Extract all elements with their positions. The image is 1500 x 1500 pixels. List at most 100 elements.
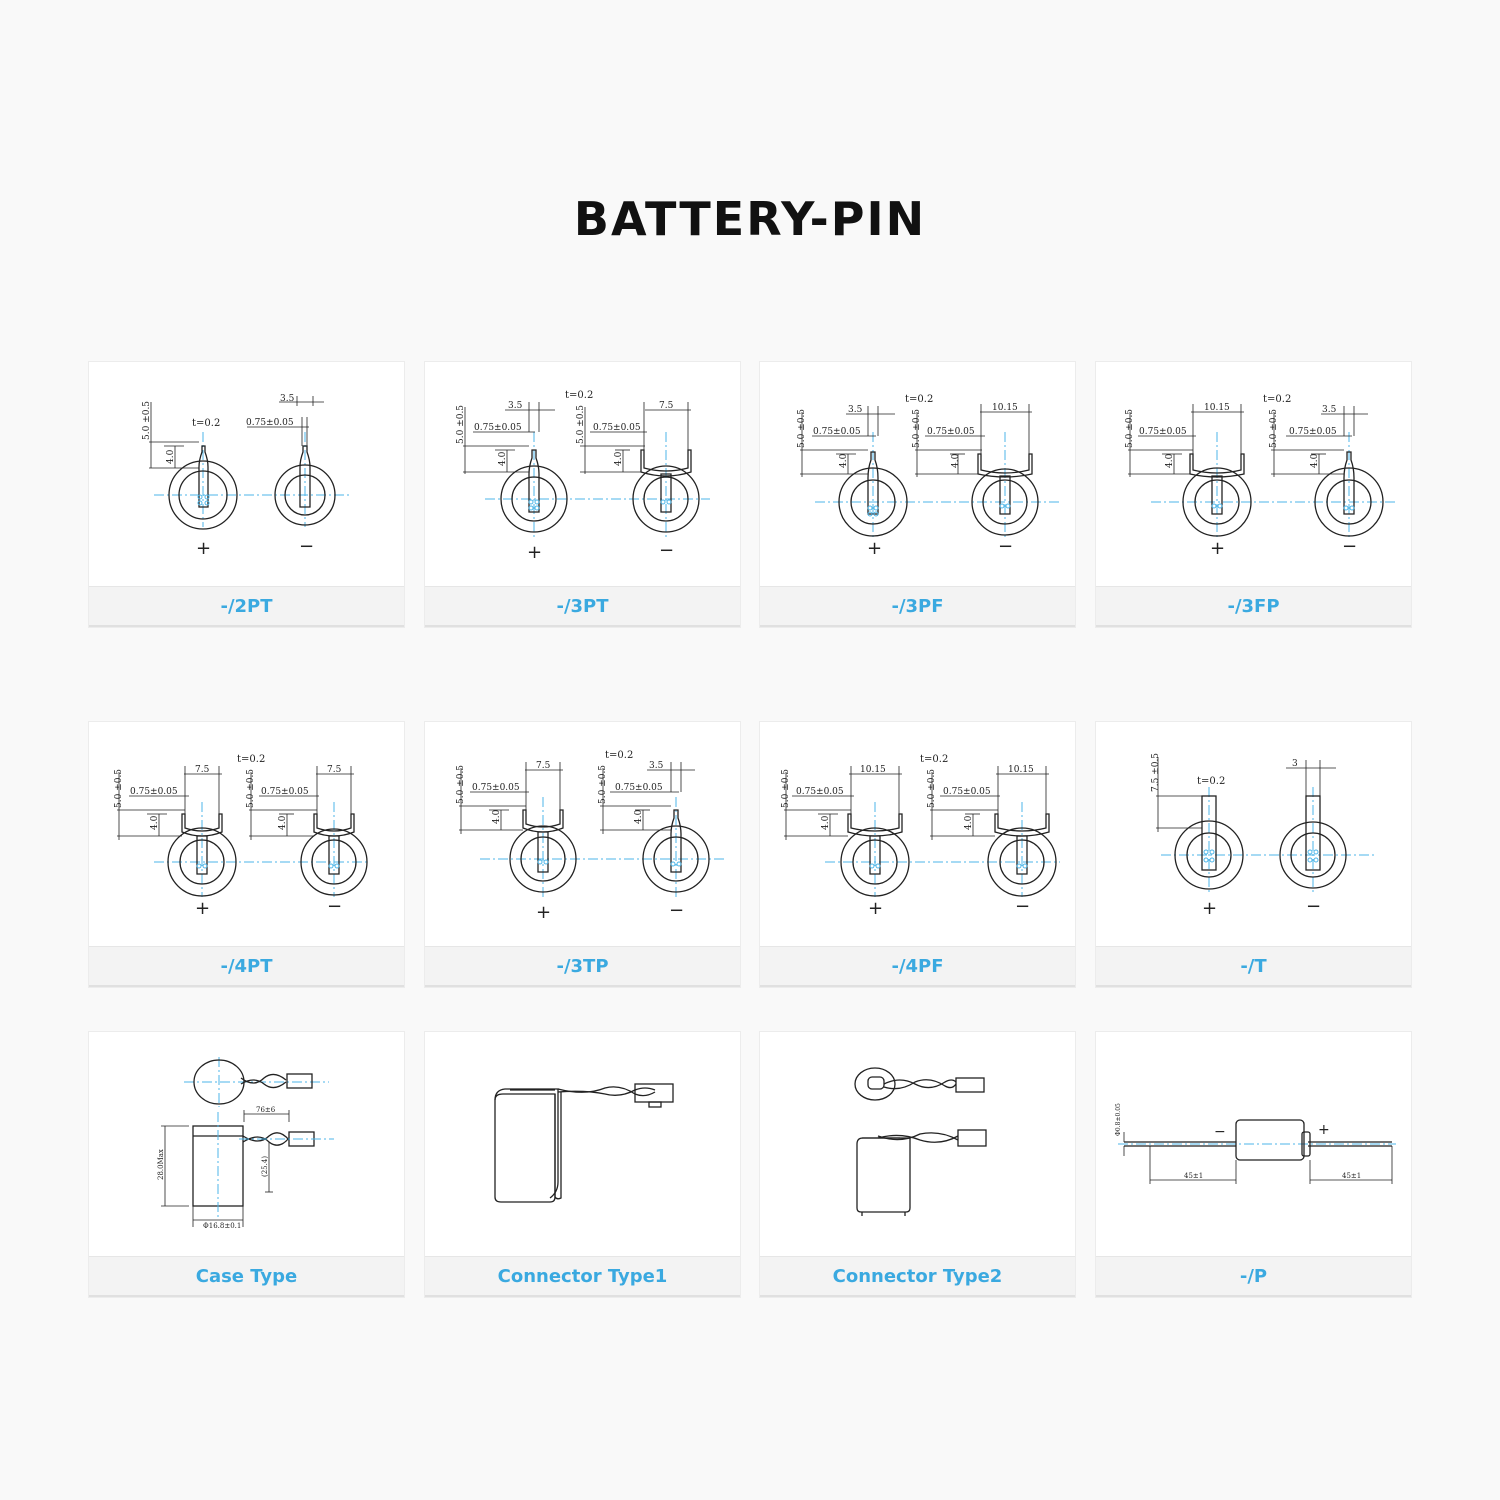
pin-2pt-diagram: 5.0 ±0.5 4.0 t=0.2 0.75±0.05 3.5 + −: [142, 394, 349, 559]
card-label: Connector Type2: [760, 1256, 1075, 1297]
card-label: -/P: [1096, 1256, 1411, 1297]
card-label: -/T: [1096, 946, 1411, 987]
dim-w1b: 0.75±0.05: [593, 423, 641, 433]
dim-h2b: 4.0: [634, 809, 644, 824]
card-label: -/4PF: [760, 946, 1075, 987]
case-type-diagram: 76±6 28.0Max (25.4) Φ16.8±0.1: [157, 1057, 334, 1230]
card-label: -/3FP: [1096, 586, 1411, 627]
dim-w1: 0.75±0.05: [472, 783, 520, 793]
plus-sign: +: [1210, 538, 1225, 559]
card-p[interactable]: Φ0.8±0.05 45±1 45±1 − + -/P: [1096, 1032, 1411, 1297]
card-3fp[interactable]: 5.0 ±0.5 4.0 t=0.2 0.75±0.05 10.15 3.5 5…: [1096, 362, 1411, 627]
dim-w1b: 0.75±0.05: [943, 787, 991, 797]
dim-w1: 0.75±0.05: [130, 787, 178, 797]
dim-w2: 10.15: [860, 765, 886, 775]
card-4pt[interactable]: 5.0 ±0.5 4.0 t=0.2 0.75±0.05 7.5 7.5 5.0…: [89, 722, 404, 987]
plus-sign: +: [868, 898, 883, 919]
plus-sign: +: [196, 538, 211, 559]
card-3pt[interactable]: 5.0 ±0.5 4.0 t=0.2 0.75±0.05 3.5 7.5 5.0…: [425, 362, 740, 627]
dim-dia: Φ16.8±0.1: [203, 1222, 241, 1230]
card-label: -/4PT: [89, 946, 404, 987]
dim-h1: 5.0 ±0.5: [797, 409, 807, 448]
dim-lead1: 45±1: [1184, 1172, 1203, 1180]
dim-t: t=0.2: [237, 754, 265, 765]
dim-h2b: 4.0: [964, 815, 974, 830]
dim-h2b: 4.0: [951, 453, 961, 468]
dim-w2: 3.5: [1322, 405, 1337, 415]
dim-h1: 5.0 ±0.5: [456, 405, 466, 444]
card-4pf[interactable]: 5.0 ±0.5 4.0 t=0.2 0.75±0.05 10.15 10.15…: [760, 722, 1075, 987]
card-3tp[interactable]: 5.0 ±0.5 4.0 t=0.2 0.75±0.05 7.5 3.5 5.0…: [425, 722, 740, 987]
pin-4pt-diagram: 5.0 ±0.5 4.0 t=0.2 0.75±0.05 7.5 7.5 5.0…: [114, 754, 369, 919]
dim-lead2: 45±1: [1342, 1172, 1361, 1180]
dim-w1: 0.75±0.05: [246, 418, 294, 428]
card-label: -/3PF: [760, 586, 1075, 627]
dim-w2: 3.5: [848, 405, 863, 415]
minus-sign: −: [659, 540, 674, 561]
dim-w1b: 0.75±0.05: [1289, 427, 1337, 437]
page-title: BATTERY-PIN: [573, 192, 927, 246]
dim-h2: 4.0: [150, 815, 160, 830]
dim-t: t=0.2: [920, 754, 948, 765]
card-connector-type1[interactable]: Connector Type1: [425, 1032, 740, 1297]
dim-w2: 3: [1292, 759, 1298, 769]
card-label: Connector Type1: [425, 1256, 740, 1297]
dim-w1: 0.75±0.05: [474, 423, 522, 433]
card-label: -/3TP: [425, 946, 740, 987]
dim-h2b: 4.0: [614, 451, 624, 466]
dim-w2: 3.5: [508, 401, 523, 411]
dim-h2: 4.0: [498, 451, 508, 466]
dim-h1b: 5.0 ±0.5: [927, 769, 937, 808]
plus-sign: +: [195, 898, 210, 919]
card-3pf[interactable]: 5.0 ±0.5 4.0 t=0.2 0.75±0.05 3.5 10.15 5…: [760, 362, 1075, 627]
dim-w3: 7.5: [327, 765, 342, 775]
minus-sign: −: [1306, 896, 1321, 917]
card-t[interactable]: 7.5 ±0.5 t=0.2 3 + − -/T: [1096, 722, 1411, 987]
minus-sign: −: [1015, 896, 1030, 917]
dim-h2b: 4.0: [1310, 453, 1320, 468]
card-2pt[interactable]: 5.0 ±0.5 4.0 t=0.2 0.75±0.05 3.5 + − -/2…: [89, 362, 404, 627]
pin-3fp-diagram: 5.0 ±0.5 4.0 t=0.2 0.75±0.05 10.15 3.5 5…: [1125, 394, 1396, 559]
dim-h1: 5.0 ±0.5: [1125, 409, 1135, 448]
dim-h2: 4.0: [839, 453, 849, 468]
connector-type2-diagram: [854, 1067, 987, 1216]
dim-h2: 4.0: [1165, 453, 1175, 468]
dim-t: t=0.2: [1263, 394, 1291, 405]
dim-pin: (25.4): [261, 1156, 269, 1177]
dim-w3: 10.15: [992, 403, 1018, 413]
dim-w1: 0.75±0.05: [813, 427, 861, 437]
plus-sign: +: [867, 538, 882, 559]
pin-3pt-diagram: 5.0 ±0.5 4.0 t=0.2 0.75±0.05 3.5 7.5 5.0…: [456, 390, 710, 563]
dim-w3: 3.5: [649, 761, 664, 771]
dim-h2: 4.0: [166, 449, 176, 464]
dim-h2: 4.0: [492, 809, 502, 824]
card-case-type[interactable]: 76±6 28.0Max (25.4) Φ16.8±0.1 Case Type: [89, 1032, 404, 1297]
dim-t: t=0.2: [905, 394, 933, 405]
dim-h1b: 5.0 ±0.5: [912, 409, 922, 448]
plus-sign: +: [527, 542, 542, 563]
dim-w2: 7.5: [195, 765, 210, 775]
plus-sign: +: [1202, 898, 1217, 919]
dim-h2: 4.0: [821, 815, 831, 830]
card-label: Case Type: [89, 1256, 404, 1297]
dim-t: t=0.2: [605, 750, 633, 761]
minus-sign: −: [299, 536, 314, 557]
pin-t-diagram: 7.5 ±0.5 t=0.2 3 + −: [1151, 753, 1376, 919]
dim-h2b: 4.0: [278, 815, 288, 830]
dim-t: t=0.2: [565, 390, 593, 401]
dim-height: 28.0Max: [157, 1149, 165, 1180]
dim-w3: 7.5: [659, 401, 674, 411]
dim-h1b: 5.0 ±0.5: [246, 769, 256, 808]
dim-h1b: 5.0 ±0.5: [598, 765, 608, 804]
card-connector-type2[interactable]: Connector Type2: [760, 1032, 1075, 1297]
dim-t: t=0.2: [192, 418, 220, 429]
pin-3pf-diagram: 5.0 ±0.5 4.0 t=0.2 0.75±0.05 3.5 10.15 5…: [797, 394, 1060, 559]
dim-w1b: 0.75±0.05: [261, 787, 309, 797]
card-label: -/2PT: [89, 586, 404, 627]
pin-4pf-diagram: 5.0 ±0.5 4.0 t=0.2 0.75±0.05 10.15 10.15…: [781, 754, 1060, 919]
connector-type1-diagram: [494, 1083, 674, 1203]
dim-w3: 10.15: [1204, 403, 1230, 413]
dim-len: 76±6: [256, 1106, 276, 1114]
minus-sign: −: [669, 900, 684, 921]
dim-h1: 5.0 ±0.5: [781, 769, 791, 808]
